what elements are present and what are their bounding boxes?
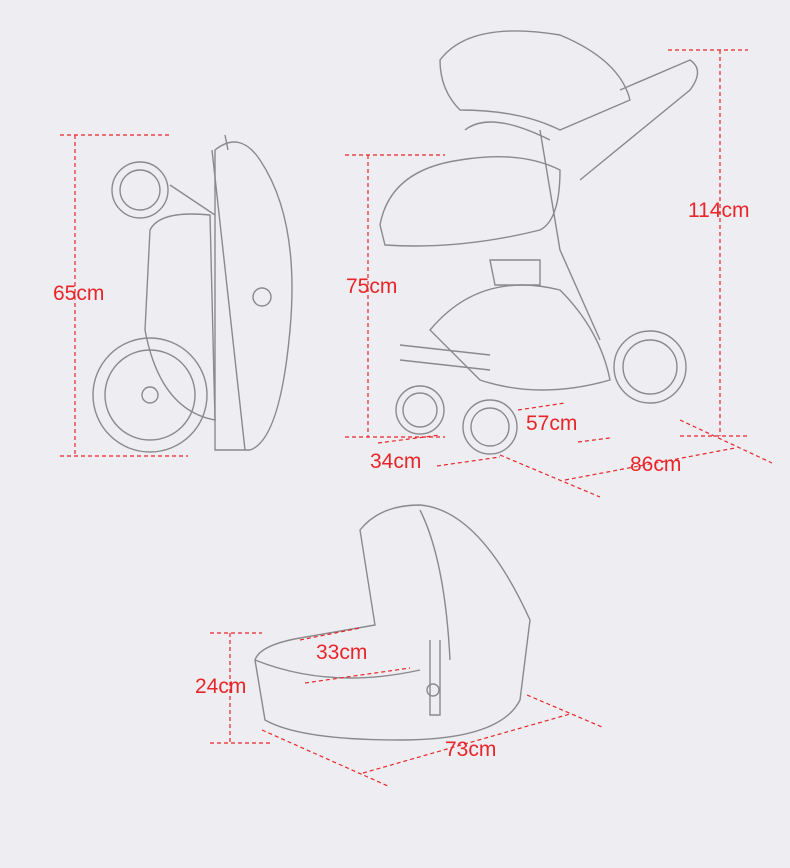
folded-height-label: 65cm — [53, 282, 105, 305]
front-width-label: 34cm — [370, 450, 422, 473]
total-height-label: 114cm — [688, 199, 750, 222]
carrycot-inner-width-label: 33cm — [316, 641, 368, 664]
seat-height-label: 75cm — [346, 275, 398, 298]
folded-stroller-drawing — [92, 134, 293, 453]
carrycot-length-label: 73cm — [445, 738, 497, 761]
carrycot-height-label: 24cm — [195, 675, 247, 698]
length-label: 86cm — [630, 453, 682, 476]
dimension-lines — [60, 49, 773, 787]
stroller-drawing — [379, 30, 699, 455]
carrycot-drawing — [254, 504, 531, 741]
width-label: 57cm — [526, 412, 578, 435]
